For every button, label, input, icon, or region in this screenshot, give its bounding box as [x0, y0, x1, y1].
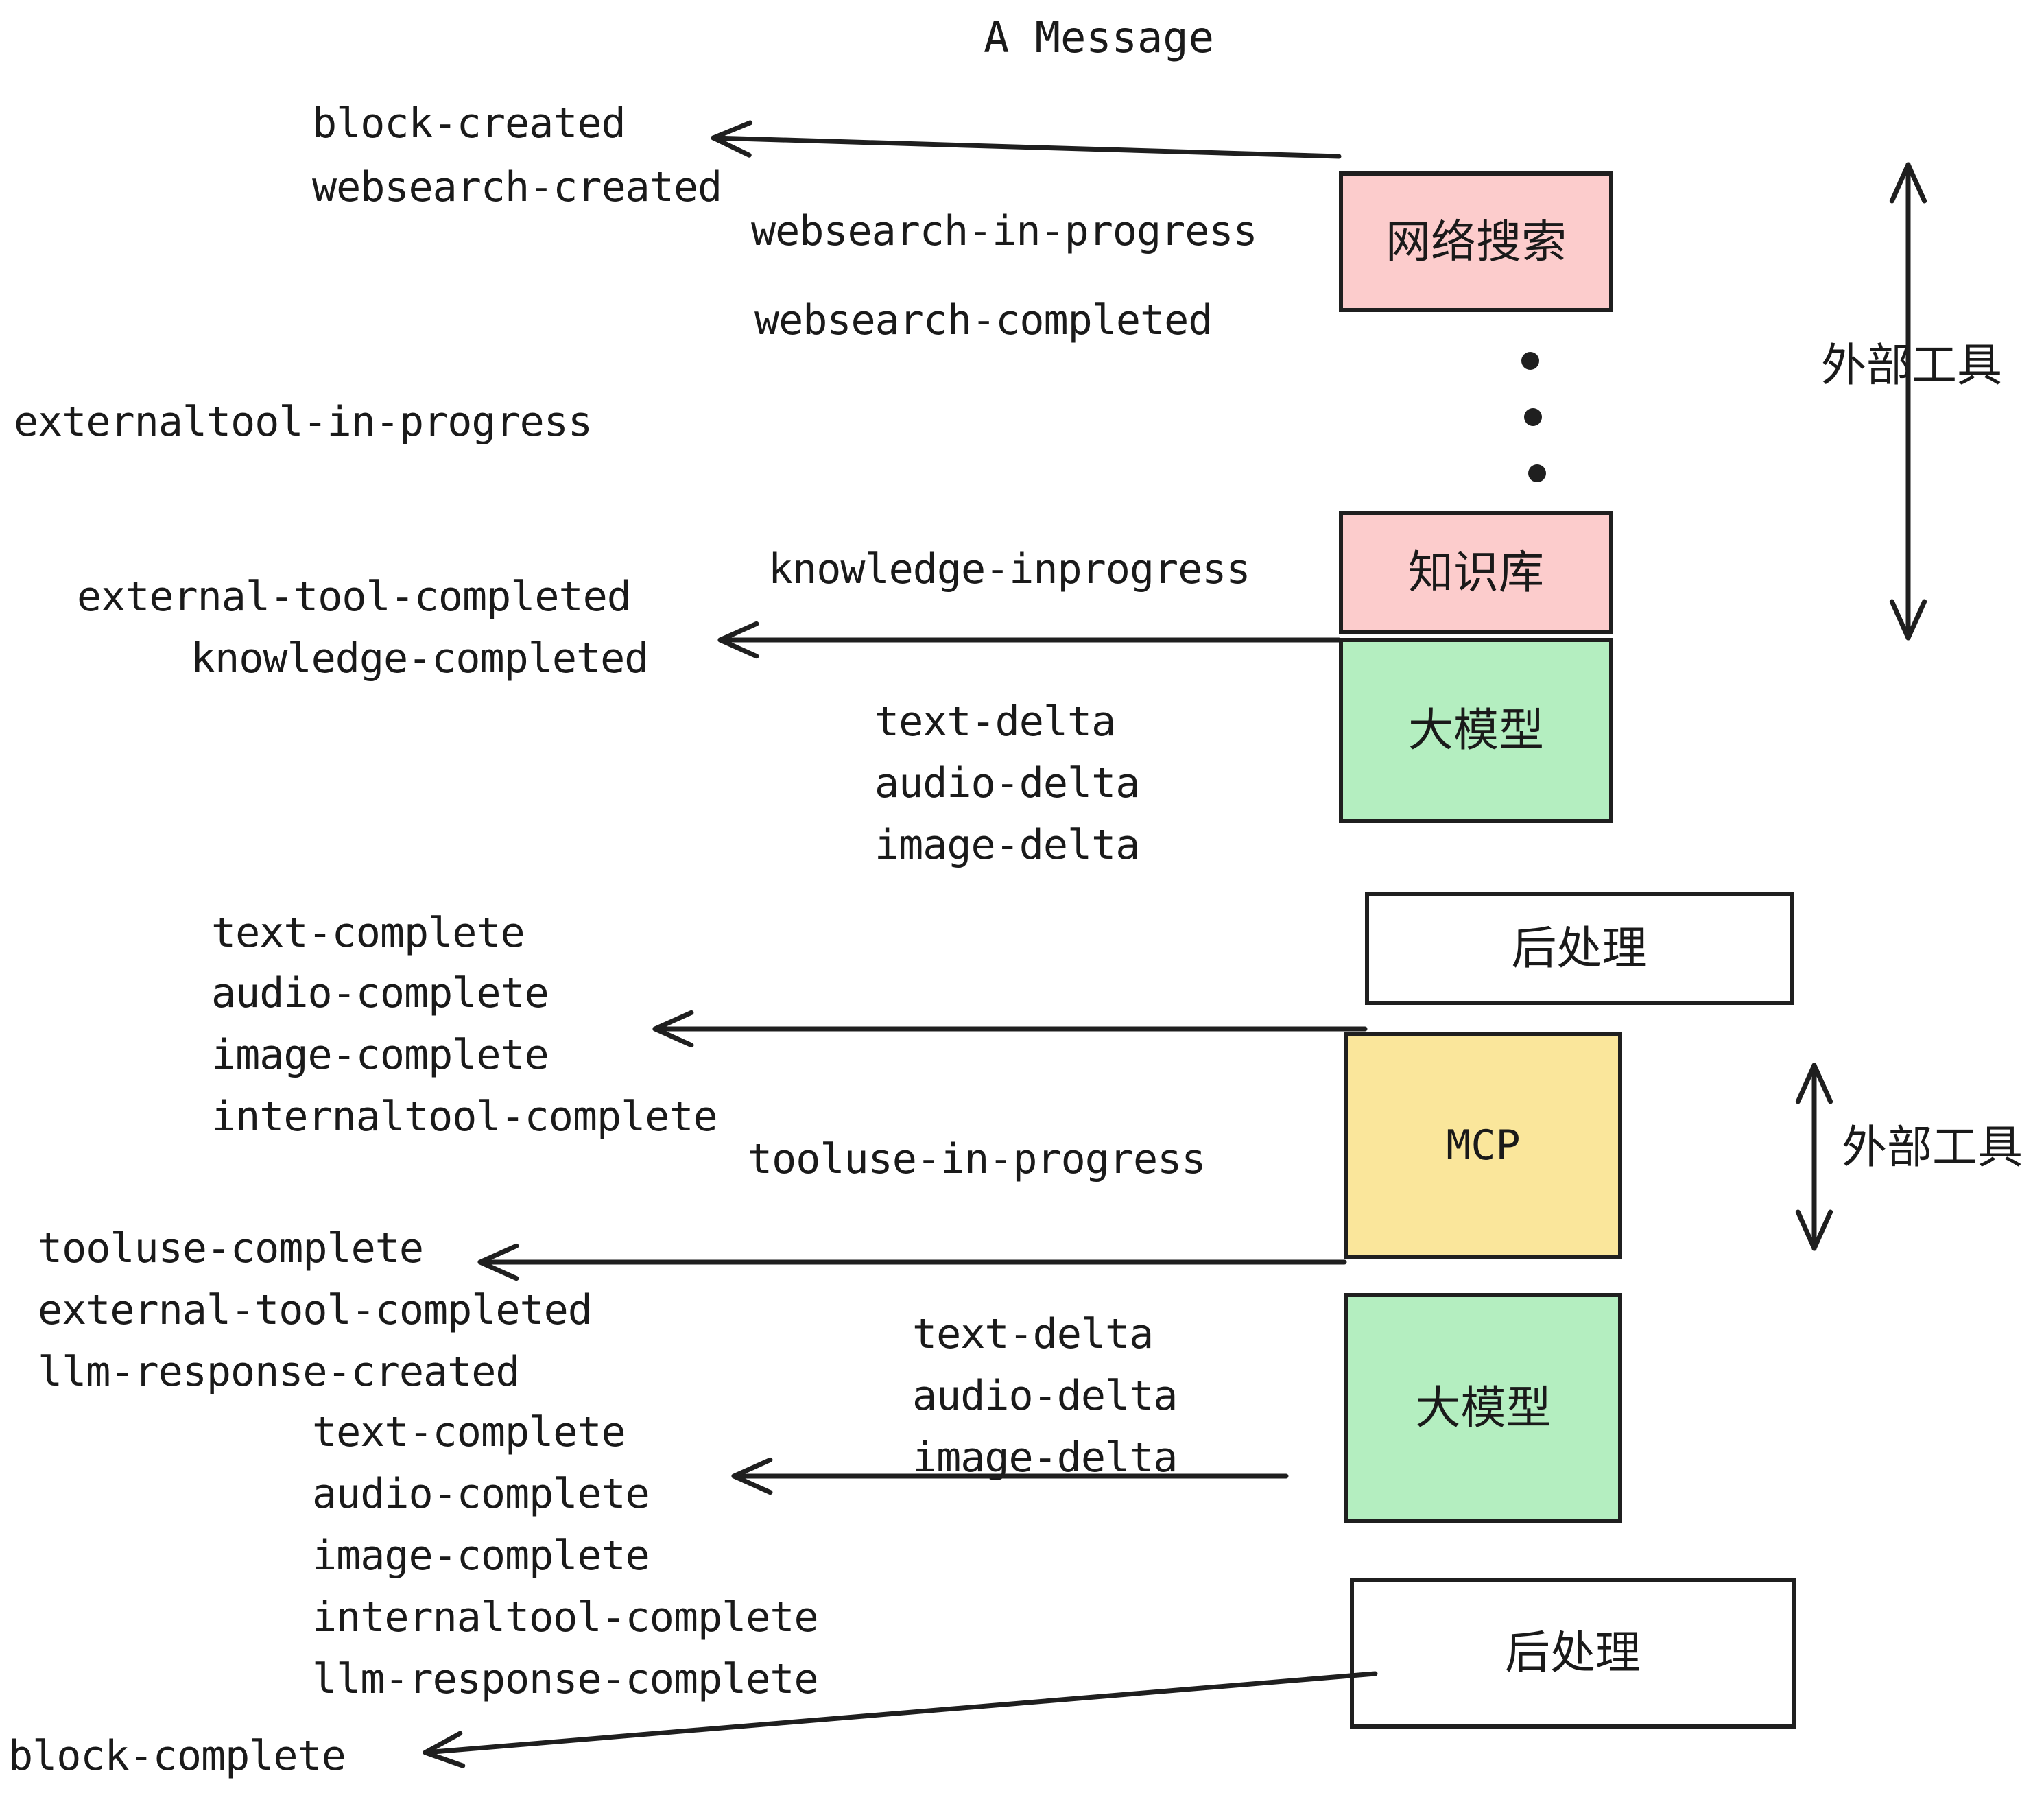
- arrow-post-top-to-left: [652, 1010, 1368, 1048]
- arrow-mcp-to-left: [477, 1243, 1347, 1281]
- node-label-llm-bottom: 大模型: [1415, 1381, 1552, 1434]
- ellipsis-dot: [1521, 352, 1539, 370]
- event-block-complete: block-complete: [8, 1732, 346, 1780]
- node-llm-top[interactable]: 大模型: [1339, 638, 1613, 823]
- event-text-complete-1: text-complete: [211, 909, 525, 957]
- event-audio-complete-1: audio-complete: [211, 969, 549, 1017]
- node-label-websearch: 网络搜索: [1386, 215, 1567, 268]
- event-llm-response-complete: llm-response-complete: [312, 1655, 819, 1703]
- event-websearch-completed: websearch-completed: [754, 296, 1213, 344]
- event-text-complete-2: text-complete: [312, 1408, 626, 1456]
- ellipsis-dot: [1524, 408, 1542, 426]
- event-websearch-created: websearch-created: [312, 163, 722, 211]
- event-knowledge-inprogress: knowledge-inprogress: [768, 545, 1250, 593]
- event-image-complete-1: image-complete: [211, 1031, 549, 1079]
- node-mcp[interactable]: MCP: [1344, 1032, 1622, 1259]
- event-tooluse-complete: tooluse-complete: [38, 1224, 424, 1272]
- event-tooluse-in-progress: tooluse-in-progress: [748, 1135, 1206, 1183]
- node-websearch[interactable]: 网络搜索: [1339, 171, 1613, 312]
- arrow-external-tool-top: [1889, 162, 1927, 641]
- event-image-delta-1: image-delta: [875, 821, 1140, 869]
- event-text-delta-1: text-delta: [875, 698, 1116, 746]
- node-label-mcp: MCP: [1446, 1121, 1521, 1170]
- event-externaltool-in-progress: externaltool-in-progress: [14, 398, 593, 446]
- event-audio-complete-2: audio-complete: [312, 1470, 650, 1518]
- event-external-tool-completed-1: external-tool-completed: [77, 573, 632, 621]
- event-text-delta-2: text-delta: [912, 1310, 1154, 1358]
- arrow-websearch-to-block: [711, 120, 1342, 159]
- node-postprocess-bottom[interactable]: 后处理: [1350, 1578, 1796, 1729]
- node-label-postprocess-top: 后处理: [1511, 921, 1648, 975]
- event-external-tool-completed-2: external-tool-completed: [38, 1286, 593, 1334]
- arrow-external-tool-bottom: [1795, 1063, 1833, 1251]
- event-audio-delta-2: audio-delta: [912, 1372, 1178, 1420]
- node-label-llm-top: 大模型: [1408, 704, 1544, 757]
- event-websearch-in-progress: websearch-in-progress: [751, 207, 1258, 255]
- node-postprocess-top[interactable]: 后处理: [1365, 892, 1794, 1005]
- node-label-knowledge: 知识库: [1408, 546, 1544, 599]
- node-knowledge[interactable]: 知识库: [1339, 511, 1613, 634]
- node-llm-bottom[interactable]: 大模型: [1344, 1293, 1622, 1523]
- external-tool-label-bottom: 外部工具: [1842, 1121, 2023, 1174]
- event-image-delta-2: image-delta: [912, 1434, 1178, 1482]
- event-block-created: block-created: [312, 99, 626, 147]
- external-tool-label-top: 外部工具: [1821, 339, 2002, 392]
- event-knowledge-completed: knowledge-completed: [191, 634, 649, 683]
- ellipsis-dot: [1528, 464, 1546, 482]
- event-internaltool-complete-1: internaltool-complete: [211, 1093, 718, 1141]
- event-llm-response-created: llm-response-created: [38, 1348, 520, 1396]
- page-title: A Message: [984, 12, 1214, 62]
- arrow-knowledge-to-left: [717, 621, 1342, 659]
- event-image-complete-2: image-complete: [312, 1532, 650, 1580]
- node-label-postprocess-bottom: 后处理: [1505, 1626, 1641, 1679]
- event-audio-delta-1: audio-delta: [875, 759, 1140, 807]
- event-internaltool-complete-2: internaltool-complete: [312, 1593, 819, 1641]
